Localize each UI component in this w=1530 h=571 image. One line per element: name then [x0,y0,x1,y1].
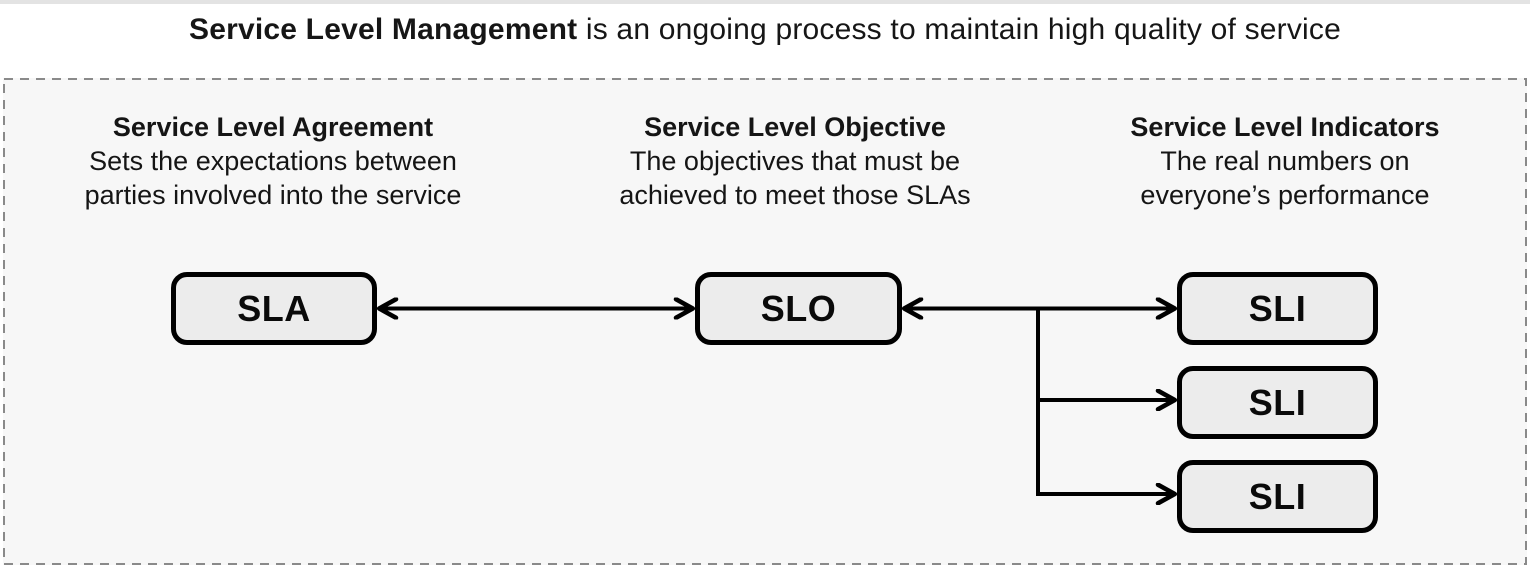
node-sli-1: SLI [1177,272,1378,345]
column-header-slo: Service Level Objective The objectives t… [555,110,1035,212]
column-desc-line: achieved to meet those SLAs [619,180,971,210]
column-desc-line: parties involved into the service [84,180,462,210]
node-slo: SLO [695,272,902,345]
page-title-bold: Service Level Management [188,13,578,46]
column-header-sli: Service Level Indicators The real number… [1045,110,1525,212]
top-edge-strip [0,0,1530,4]
column-desc-line: The objectives that must be [629,146,961,176]
column-heading: Service Level Agreement [112,112,434,142]
page-title: Service Level Management is an ongoing p… [0,13,1530,47]
column-heading: Service Level Indicators [1130,112,1440,142]
column-desc-line: everyone’s performance [1140,180,1430,210]
column-heading: Service Level Objective [644,112,946,142]
column-desc-line: The real numbers on [1160,146,1410,176]
column-desc-line: Sets the expectations between [89,146,457,176]
node-sli-2: SLI [1177,366,1378,439]
node-sla: SLA [171,272,377,345]
node-sli-3: SLI [1177,460,1378,533]
column-header-sla: Service Level Agreement Sets the expecta… [33,110,513,212]
page-title-rest: is an ongoing process to maintain high q… [577,13,1341,46]
